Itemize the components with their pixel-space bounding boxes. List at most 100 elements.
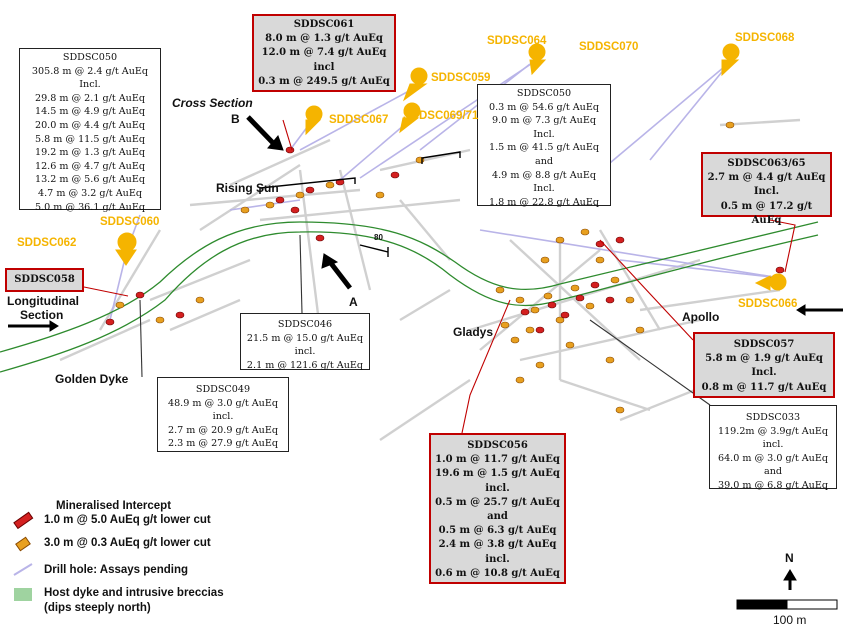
callout-title: SDDSC046 bbox=[277, 319, 333, 330]
hole-label-sddsc066: SDDSC066 bbox=[738, 298, 798, 310]
callout-line: incl. bbox=[485, 553, 510, 565]
callout-sddsc049: SDDSC049 48.9 m @ 3.0 g/t AuEq incl. 2.7… bbox=[157, 377, 289, 452]
callout-sddsc033: SDDSC033 119.2m @ 3.9g/t AuEq incl. 64.0… bbox=[709, 405, 837, 491]
hole-label-sddsc070: SDDSC070 bbox=[579, 41, 639, 53]
callout-line: 0.8 m @ 11.7 g/t AuEq bbox=[701, 381, 827, 393]
section-b-label: B bbox=[231, 112, 240, 126]
callout-title: SDDSC049 bbox=[195, 384, 251, 395]
scale-label: 100 m bbox=[773, 613, 807, 627]
legend-item-high-grade: 1.0 m @ 5.0 AuEq g/t lower cut bbox=[44, 514, 211, 526]
callout-sddsc046: SDDSC046 21.5 m @ 15.0 g/t AuEq incl. 2.… bbox=[240, 313, 370, 371]
callout-line: 4.7 m @ 3.2 g/t AuEq bbox=[38, 187, 142, 199]
callout-line: 20.0 m @ 4.4 g/t AuEq bbox=[34, 119, 146, 131]
callout-line: 0.3 m @ 249.5 g/t AuEq bbox=[258, 75, 390, 87]
north-label: N bbox=[785, 551, 794, 565]
callout-line: 2.7 m @ 4.4 g/t AuEq bbox=[707, 172, 826, 184]
legend-symbols bbox=[13, 511, 34, 601]
legend-item-host-dyke: Host dyke and intrusive breccias bbox=[44, 587, 224, 599]
callout-connectors bbox=[83, 119, 796, 434]
callout-title: SDDSC061 bbox=[293, 19, 355, 30]
callout-sddsc050-right: SDDSC050 0.3 m @ 54.6 g/t AuEq 9.0 m @ 7… bbox=[477, 84, 611, 208]
section-arrows bbox=[8, 115, 843, 590]
hole-label-sddsc060: SDDSC060 bbox=[100, 216, 160, 228]
callout-sddsc058: SDDSC058 bbox=[5, 268, 84, 292]
callout-line: incl bbox=[313, 61, 335, 73]
callout-line: 8.0 m @ 1.3 g/t AuEq bbox=[265, 33, 383, 45]
hole-label-sddsc068: SDDSC068 bbox=[735, 32, 795, 44]
gladys-label: Gladys bbox=[453, 325, 494, 339]
hole-label-sddsc059: SDDSC059 bbox=[431, 72, 491, 84]
callout-line: 2.4 m @ 3.8 g/t AuEq bbox=[438, 539, 557, 551]
callout-line: 48.9 m @ 3.0 g/t AuEq bbox=[167, 397, 279, 409]
callout-title: SDDSC057 bbox=[733, 339, 795, 350]
callout-line: 12.6 m @ 4.7 g/t AuEq bbox=[34, 160, 146, 172]
callout-line: incl. bbox=[762, 439, 784, 451]
legend-item-host-dyke-note: (dips steeply north) bbox=[44, 602, 151, 614]
callout-line: 0.5 m @ 25.7 g/t AuEq bbox=[435, 496, 560, 508]
scale-bar bbox=[736, 599, 838, 610]
callout-line: 2.1 m @ 121.6 g/t AuEq bbox=[246, 359, 364, 371]
callout-line: 9.0 m @ 7.3 g/t AuEq bbox=[492, 115, 596, 127]
callout-line: incl. bbox=[294, 346, 316, 358]
callout-line: Incl. bbox=[533, 128, 555, 140]
callout-line: 12.0 m @ 7.4 g/t AuEq bbox=[261, 47, 387, 59]
callout-line: Incl. bbox=[533, 183, 555, 195]
hole-label-sddsc067: SDDSC067 bbox=[329, 114, 389, 126]
callout-line: 13.2 m @ 5.6 g/t AuEq bbox=[34, 174, 146, 186]
legend-item-low-grade: 3.0 m @ 0.3 AuEq g/t lower cut bbox=[44, 537, 211, 549]
callout-title: SDDSC050 bbox=[62, 52, 118, 63]
callout-line: 5.8 m @ 1.9 g/t AuEq bbox=[705, 353, 823, 365]
callout-line: 64.0 m @ 3.0 g/t AuEq bbox=[717, 452, 829, 464]
callout-sddsc061: SDDSC061 8.0 m @ 1.3 g/t AuEq 12.0 m @ 7… bbox=[252, 14, 396, 92]
legend-heading: Mineralised Intercept bbox=[56, 500, 172, 512]
callout-line: and bbox=[763, 466, 783, 478]
callout-line: 119.2m @ 3.9g/t AuEq bbox=[717, 425, 829, 437]
section-label: Section bbox=[20, 308, 64, 322]
callout-line: 0.5 m @ 17.2 g/t AuEq bbox=[720, 200, 813, 226]
hole-label-sddsc062: SDDSC062 bbox=[17, 237, 77, 249]
callout-line: 0.3 m @ 54.6 g/t AuEq bbox=[488, 101, 600, 113]
callout-line: incl. bbox=[212, 411, 234, 423]
callout-line: Incl. bbox=[753, 186, 780, 198]
callout-title: SDDSC056 bbox=[467, 440, 528, 451]
collar-symbols bbox=[115, 43, 787, 291]
callout-line: 2.3 m @ 27.9 g/t AuEq bbox=[167, 438, 279, 450]
callout-line: 1.5 m @ 41.5 g/t AuEq bbox=[488, 142, 600, 154]
callout-line: 21.5 m @ 15.0 g/t AuEq bbox=[246, 332, 364, 344]
callout-title: SDDSC033 bbox=[745, 412, 801, 423]
callout-line: 4.9 m @ 8.8 g/t AuEq bbox=[492, 169, 596, 181]
section-a-label: A bbox=[349, 295, 358, 309]
callout-line: 29.8 m @ 2.1 g/t AuEq bbox=[34, 92, 146, 104]
legend-item-assays-pending: Drill hole: Assays pending bbox=[44, 564, 188, 576]
callout-line: 1.8 m @ 22.8 g/t AuEq bbox=[488, 196, 600, 208]
callout-sddsc050-left: SDDSC050 305.8 m @ 2.4 g/t AuEq Incl. 29… bbox=[19, 48, 161, 213]
callout-sddsc063-65: SDDSC063/65 2.7 m @ 4.4 g/t AuEq Incl. 0… bbox=[701, 152, 832, 226]
callout-line: and bbox=[487, 511, 508, 523]
callout-line: 5.8 m @ 11.5 g/t AuEq bbox=[34, 133, 146, 145]
callout-line: 1.0 m @ 11.7 g/t AuEq bbox=[435, 454, 560, 466]
callout-line: 19.6 m @ 1.5 g/t AuEq bbox=[435, 468, 560, 480]
callout-line: 19.2 m @ 1.3 g/t AuEq bbox=[34, 147, 146, 159]
callout-line: 2.7 m @ 20.9 g/t AuEq bbox=[167, 424, 279, 436]
golden-dyke-label: Golden Dyke bbox=[55, 372, 129, 386]
callout-title: SDDSC050 bbox=[516, 88, 572, 99]
hole-label-sddsc069-71: SDDSC069/71 bbox=[403, 110, 479, 122]
hole-label-sddsc064: SDDSC064 bbox=[487, 35, 547, 47]
apollo-label: Apollo bbox=[682, 310, 720, 324]
section-brackets bbox=[259, 151, 461, 257]
callout-line: 0.6 m @ 10.8 g/t AuEq bbox=[435, 567, 560, 579]
callout-title: SDDSC058 bbox=[14, 274, 75, 285]
callout-line: 5.0 m @ 36.1 g/t AuEq bbox=[34, 201, 146, 213]
callout-line: 0.5 m @ 6.3 g/t AuEq bbox=[438, 525, 557, 537]
callout-line: incl. bbox=[485, 482, 510, 494]
callout-line: and bbox=[534, 155, 554, 167]
cross-section-label: Cross Section bbox=[172, 96, 253, 110]
callout-line: 305.8 m @ 2.4 g/t AuEq bbox=[31, 65, 149, 77]
callout-line: 14.5 m @ 4.9 g/t AuEq bbox=[34, 106, 146, 118]
callout-line: Incl. bbox=[79, 79, 101, 91]
callout-line: Incl. bbox=[751, 367, 777, 379]
dip-label: 80 bbox=[374, 233, 383, 242]
callout-sddsc056: SDDSC056 1.0 m @ 11.7 g/t AuEq 19.6 m @ … bbox=[429, 433, 566, 584]
longitudinal-label: Longitudinal bbox=[7, 294, 79, 308]
rising-sun-label: Rising Sun bbox=[216, 181, 279, 195]
